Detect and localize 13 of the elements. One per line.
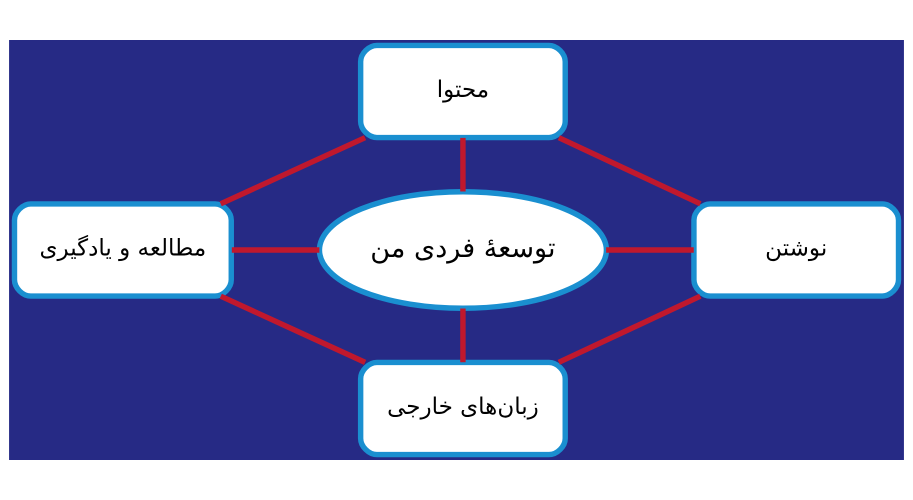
connector: [460, 308, 466, 362]
connector: [558, 294, 702, 365]
connector: [220, 135, 366, 206]
connector: [606, 247, 694, 253]
connector: [232, 247, 320, 253]
connector: [460, 138, 466, 192]
connector: [558, 135, 702, 206]
connector: [220, 294, 366, 365]
node-box: نوشتن: [691, 201, 902, 299]
node-box: محتوا: [358, 42, 568, 140]
node-ellipse: توسعهٔ فردی من: [316, 189, 610, 311]
node-box: مطالعه و یادگیری: [12, 201, 234, 299]
node-box: زبان‌های خارجی: [358, 360, 568, 458]
